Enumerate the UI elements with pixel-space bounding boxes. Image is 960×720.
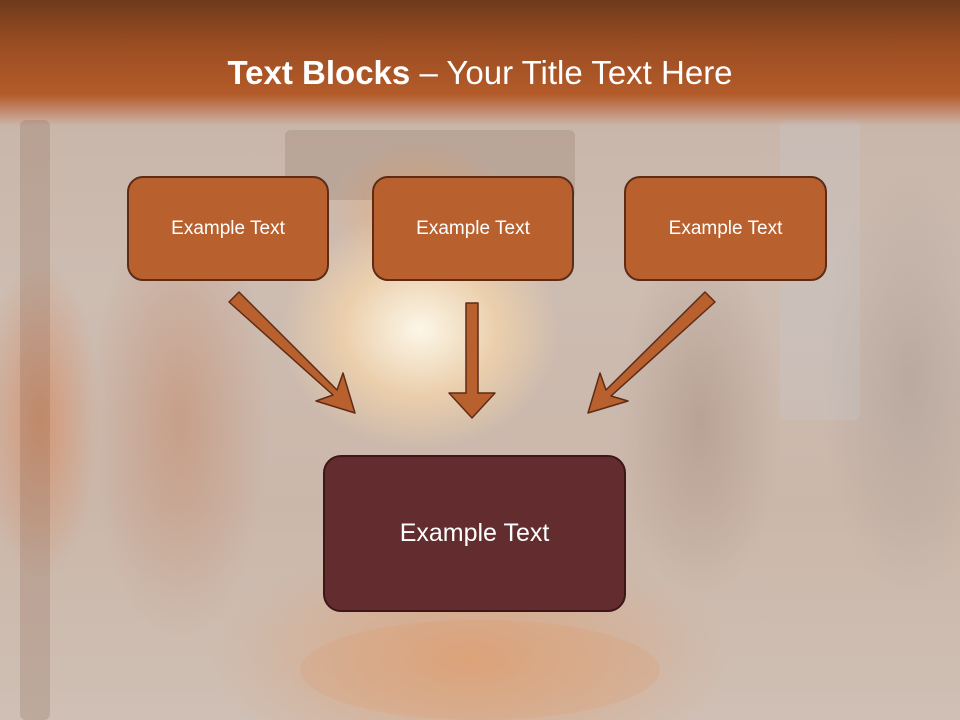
slide-title: Text Blocks – Your Title Text Here xyxy=(0,54,960,92)
title-rest: Your Title Text Here xyxy=(446,54,733,91)
bg-left-column xyxy=(20,120,50,720)
arrow-right-icon xyxy=(587,291,716,414)
text-block-1[interactable]: Example Text xyxy=(127,176,329,281)
text-block-1-label: Example Text xyxy=(171,217,285,239)
arrow-center-icon xyxy=(448,302,496,419)
main-text-block-label: Example Text xyxy=(399,519,550,547)
arrow-left-icon xyxy=(228,291,356,414)
title-bold: Text Blocks xyxy=(227,54,411,91)
text-block-2[interactable]: Example Text xyxy=(372,176,574,281)
title-dash: – xyxy=(419,54,438,91)
bg-floor-glow xyxy=(300,620,660,720)
title-bar xyxy=(0,0,960,126)
text-block-3-label: Example Text xyxy=(668,217,783,239)
text-block-3[interactable]: Example Text xyxy=(624,176,827,281)
main-text-block[interactable]: Example Text xyxy=(323,455,626,612)
text-block-2-label: Example Text xyxy=(416,217,530,239)
